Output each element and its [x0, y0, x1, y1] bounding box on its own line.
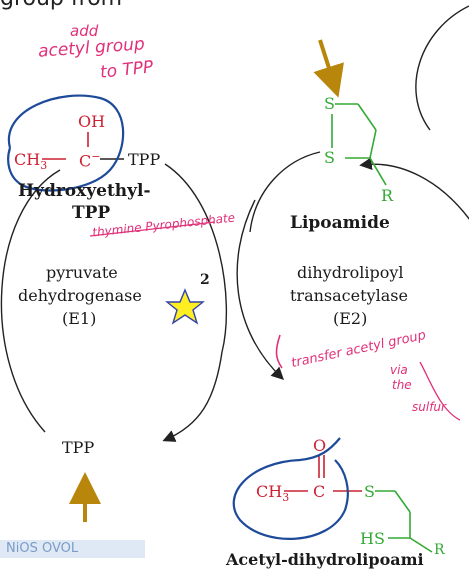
lipoamide-ring: [331, 103, 387, 186]
e1-name-line2: dehydrogenase: [18, 286, 142, 305]
ink-loop-acetyl: [232, 437, 349, 540]
e2-name-line3: (E2): [333, 309, 368, 328]
e2-name-line1: dihydrolipoyl: [297, 263, 404, 282]
ink-arrow-transfer: [275, 334, 283, 369]
lipoamide-r: R: [381, 186, 394, 205]
e3-cycle-arc: [415, 5, 469, 131]
e2-cycle-arc-left: [236, 199, 285, 380]
note-the: the: [392, 378, 412, 392]
acetyl-sulfur: S: [364, 482, 375, 501]
ink-underline-thiamine: [89, 221, 216, 237]
note-sulfur: sulfur: [412, 400, 446, 414]
acetyl-hs: HS: [360, 529, 385, 548]
tpp-regenerated: TPP: [62, 438, 95, 457]
acetyl-o: O: [313, 436, 327, 455]
e1-name-line3: (E1): [62, 309, 97, 328]
acetyl-carbon: C: [313, 482, 326, 501]
e2-cycle-arrow-lipoamide: [359, 157, 469, 220]
hydroxyethyl-oh: OH: [78, 112, 106, 131]
bottom-left-fragment: NiOS OVOL: [6, 541, 79, 556]
hydroxyethyl-name-line2: TPP: [72, 203, 111, 223]
e2-cycle-arc-top: [249, 151, 321, 233]
note-add: add: [70, 22, 99, 40]
bottom-left-bar: [0, 540, 145, 558]
lipoamide-s-top: S: [324, 94, 335, 113]
acetyl-dihydrolipoamide-name: Acetyl-dihydrolipoami: [226, 550, 424, 569]
acetyl-r: R: [434, 542, 445, 558]
ink-line-sulfur: [419, 361, 461, 421]
hydroxyethyl-carbon: C−: [79, 150, 101, 171]
hydroxyethyl-tpp-group: TPP: [128, 150, 161, 169]
e2-name-line2: transacetylase: [290, 286, 408, 305]
step-number: 2: [200, 272, 210, 288]
hydroxyethyl-ch3: CH3: [14, 150, 48, 173]
acetyl-ch3: CH3: [256, 482, 290, 505]
gold-arrow-lipoamide: [313, 39, 344, 98]
ink-loop-hydroxyethyl: [7, 94, 125, 192]
dihydrolipoamide-chain: [375, 490, 433, 553]
header-fragment: group from: [0, 0, 122, 11]
e1-cycle-arrow-tpp: [162, 351, 223, 442]
hydroxyethyl-name-line1: Hydroxyethyl-: [18, 181, 151, 201]
lipoamide-s-bottom: S: [324, 148, 335, 167]
star-icon: [165, 288, 205, 325]
e1-cycle-arc-left: [0, 169, 61, 433]
e1-name-line1: pyruvate: [46, 263, 118, 282]
note-via: via: [390, 363, 408, 377]
lipoamide-name: Lipoamide: [290, 213, 390, 233]
e1-cycle-arrow-hydroxyethyl: [164, 163, 228, 353]
